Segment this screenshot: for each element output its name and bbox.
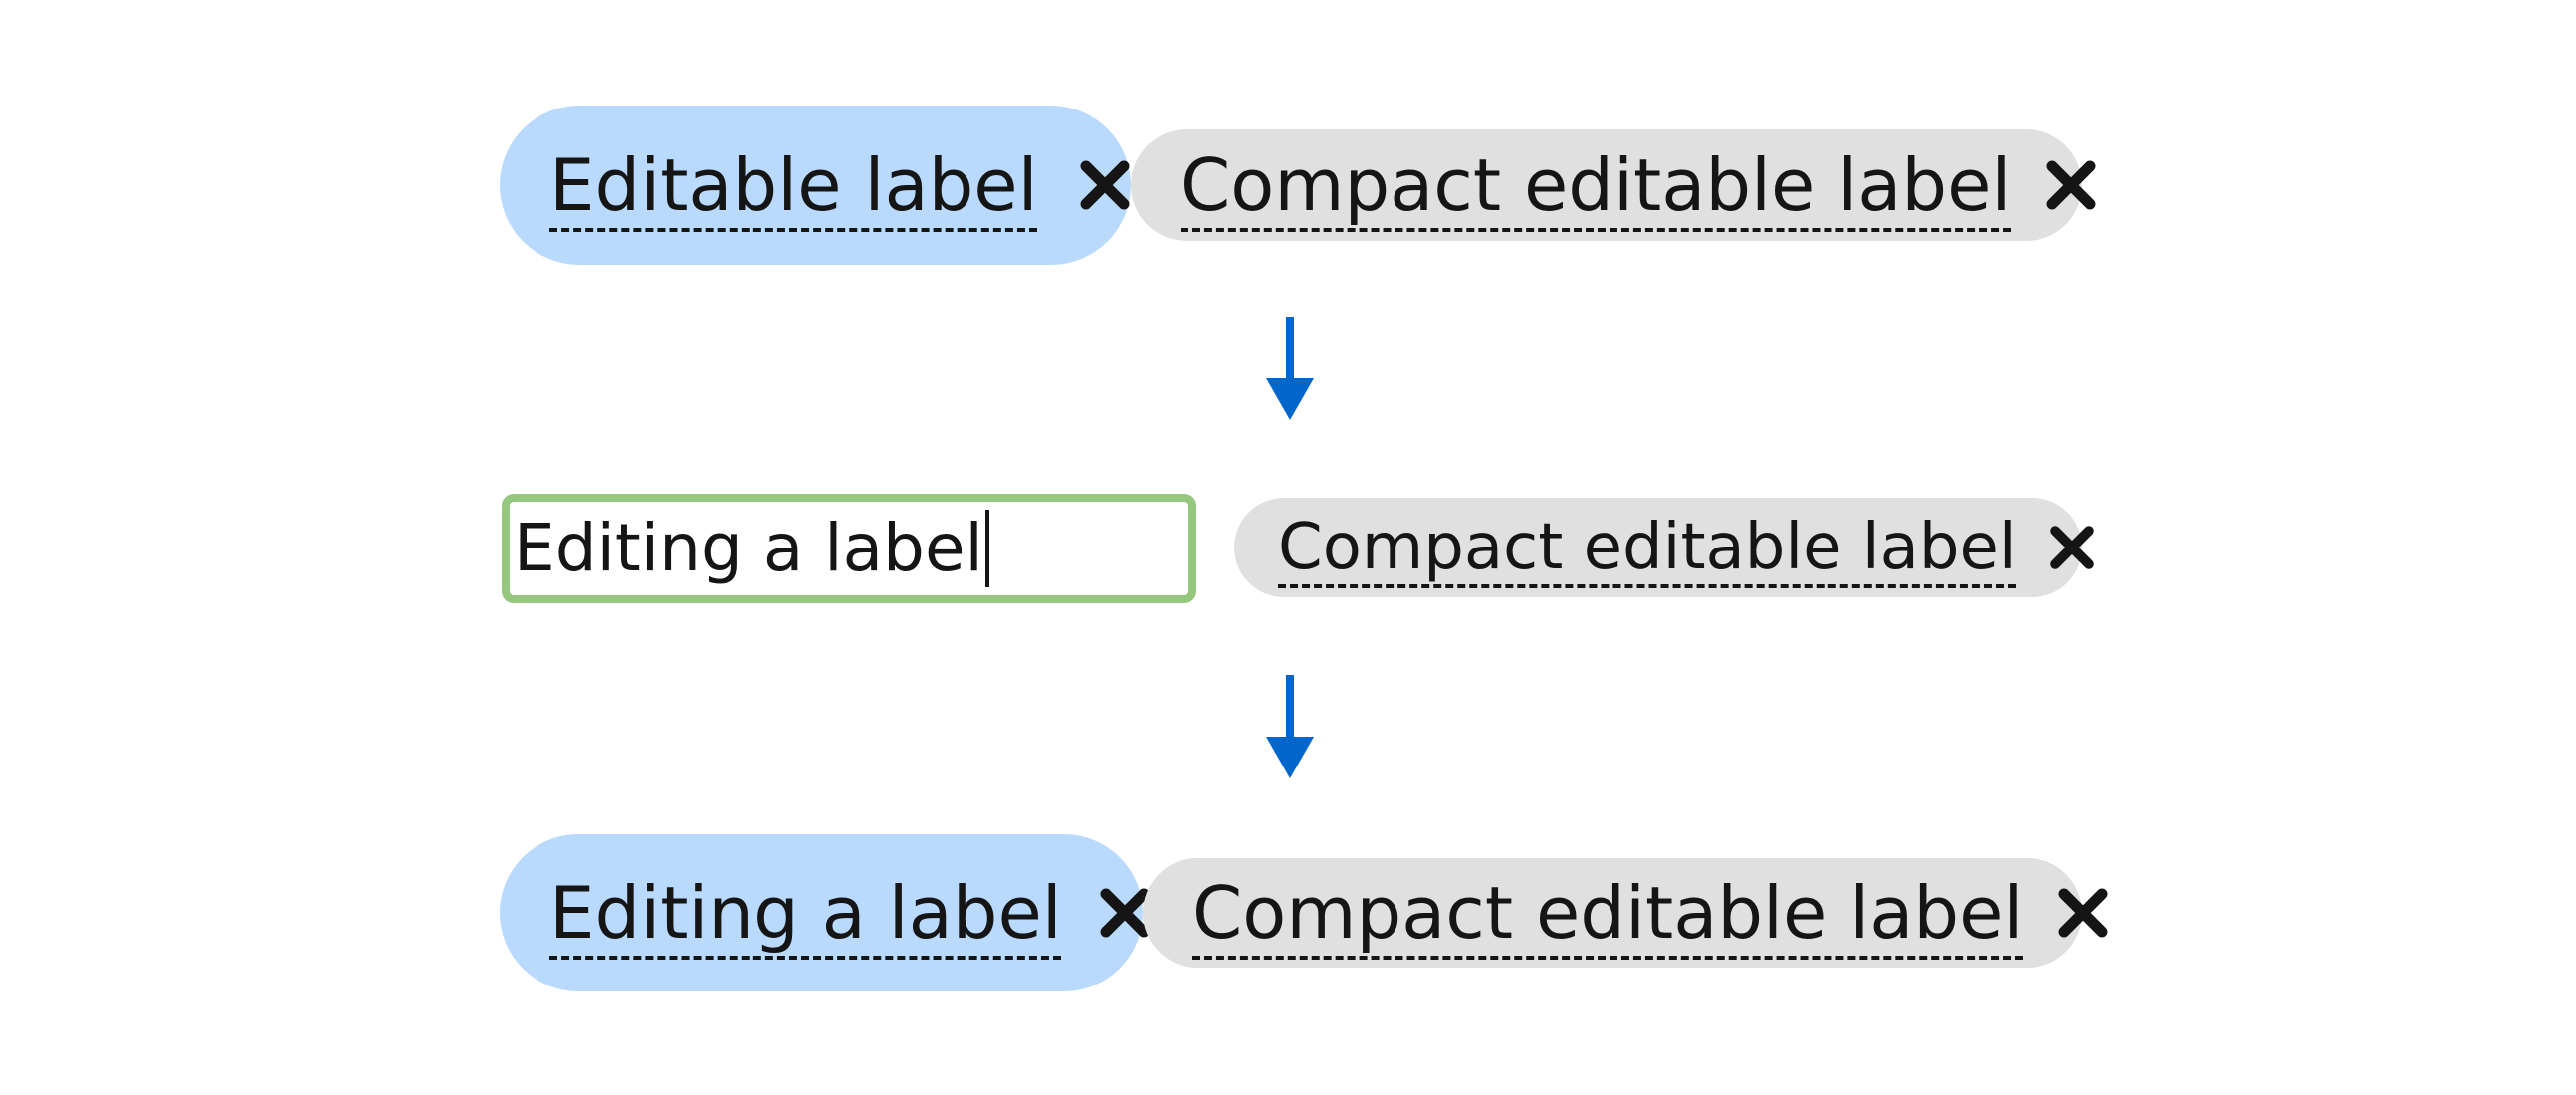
text-caret [984, 510, 989, 587]
compact-editable-label-text[interactable]: Compact editable label [1181, 143, 2012, 227]
close-icon[interactable] [1078, 158, 1132, 212]
editable-label-chip[interactable]: Editable label [500, 106, 1131, 265]
close-icon[interactable] [2056, 886, 2110, 940]
compact-editable-label-text[interactable]: Compact editable label [1278, 511, 2017, 584]
compact-editable-label-chip[interactable]: Compact editable label [1234, 498, 2094, 597]
editable-label-text[interactable]: Editing a label [549, 871, 1062, 955]
close-icon[interactable] [2048, 524, 2096, 571]
label-edit-input[interactable]: Editing a label [502, 494, 1196, 603]
editable-label-chip[interactable]: Editing a label [500, 834, 1150, 991]
close-icon[interactable] [2044, 158, 2098, 212]
compact-editable-label-chip[interactable]: Compact editable label [1131, 129, 2096, 241]
editable-label-text[interactable]: Editable label [549, 143, 1038, 227]
arrow-down-icon [1266, 317, 1314, 420]
label-edit-value[interactable]: Editing a label [514, 510, 983, 586]
compact-editable-label-chip[interactable]: Compact editable label [1143, 858, 2108, 968]
compact-editable-label-text[interactable]: Compact editable label [1192, 871, 2024, 955]
close-icon[interactable] [1098, 886, 1152, 940]
arrow-down-icon [1266, 675, 1314, 778]
